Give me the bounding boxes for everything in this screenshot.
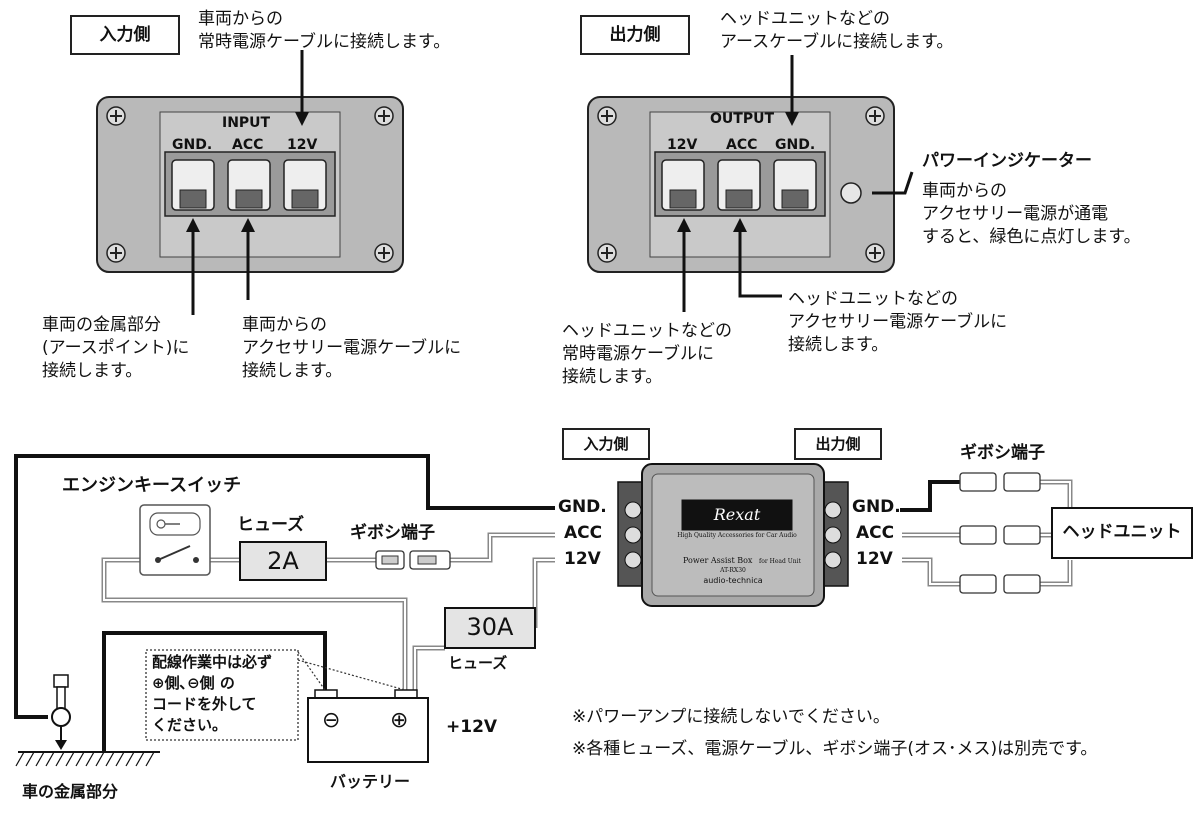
fuse-30a-value: 30A [466, 613, 514, 641]
gibosi-connector-icon [959, 472, 1041, 594]
warning-note: 配線作業中は必ず ⊕側､⊖側 の コードを外して ください。 [152, 653, 273, 734]
wiring-output-acc: ACC [856, 523, 895, 543]
screw-icon [865, 106, 885, 126]
screw-icon [597, 106, 617, 126]
battery-label: バッテリー [330, 772, 411, 791]
fuse-2a-caption: ヒューズ [237, 515, 305, 535]
device-name: Power Assist Box [683, 556, 753, 565]
input-terminal-12v: 12V [287, 137, 318, 153]
input-terminal-acc: ACC [232, 137, 264, 153]
battery-plus-symbol: ⊕ [390, 708, 409, 733]
device-tagline: High Quality Accessories for Car Audio [677, 532, 797, 539]
ground-bolt-icon [51, 674, 71, 750]
power-indicator-note: 車両からの アクセサリー電源が通電 すると、緑色に点灯します。 [922, 181, 1141, 247]
wiring-output-12v: 12V [856, 549, 893, 569]
input-terminal-gnd: GND. [172, 137, 213, 153]
output-panel [587, 55, 914, 312]
device-maker: audio-technica [703, 576, 763, 585]
device-sub: for Head Unit [759, 558, 801, 565]
input-gnd-note: 車両の金属部分 (アースポイント)に 接続します。 [42, 315, 190, 381]
ignition-switch-icon [139, 504, 211, 576]
wiring-output-gnd: GND. [852, 497, 901, 517]
terminal-block [171, 159, 327, 211]
device-brand: Rexat [713, 505, 761, 524]
wiring-input-acc: ACC [564, 523, 603, 543]
input-panel [96, 50, 404, 315]
gibosi-left-label: ギボシ端子 [350, 523, 435, 543]
output-panel-title: OUTPUT [710, 111, 774, 127]
input-side-label: 入力側 [70, 15, 180, 55]
device-model: AT-RX30 [720, 567, 746, 574]
input-panel-title: INPUT [222, 115, 271, 131]
wiring-output-side-label: 出力側 [794, 428, 882, 460]
power-indicator-title: パワーインジケーター [922, 151, 1092, 171]
output-terminal-gnd: GND. [775, 137, 816, 153]
output-terminal-acc: ACC [726, 137, 758, 153]
footnote-2: ※各種ヒューズ、電源ケーブル、ギボシ端子(オス･メス)は別売です。 [572, 739, 1098, 759]
screw-icon [597, 243, 617, 263]
output-terminal-12v: 12V [667, 137, 698, 153]
output-12v-note: ヘッドユニットなどの 常時電源ケーブルに 接続します。 [562, 321, 732, 387]
power-indicator-led-icon [840, 182, 862, 204]
wiring-input-gnd: GND. [558, 497, 607, 517]
wiring-input-side-label: 入力側 [562, 428, 650, 460]
screw-icon [106, 106, 126, 126]
screw-icon [865, 243, 885, 263]
wiring-input-12v: 12V [564, 549, 601, 569]
footnote-1: ※パワーアンプに接続しないでください。 [572, 707, 890, 727]
wiring [14, 454, 1193, 767]
battery-icon [307, 689, 429, 763]
ground-label: 車の金属部分 [22, 782, 119, 801]
screw-icon [106, 243, 126, 263]
screw-icon [374, 106, 394, 126]
input-12v-note: 車両からの 常時電源ケーブルに接続します。 [198, 9, 451, 52]
power-assist-box-device [617, 463, 849, 607]
plus-12v-label: +12V [446, 717, 498, 737]
output-gnd-note: ヘッドユニットなどの アースケーブルに接続します。 [720, 9, 954, 52]
fuse-2a-value: 2A [267, 547, 299, 575]
output-acc-note: ヘッドユニットなどの アクセサリー電源ケーブルに 接続します。 [788, 289, 1008, 355]
battery-minus-symbol: ⊖ [322, 708, 341, 733]
input-acc-note: 車両からの アクセサリー電源ケーブルに 接続します。 [242, 315, 462, 381]
ignition-switch-label: エンジンキースイッチ [62, 475, 242, 496]
fuse-30a-caption: ヒューズ [448, 654, 508, 672]
screw-icon [374, 243, 394, 263]
gibosi-connector-icon [375, 550, 451, 570]
gibosi-right-label: ギボシ端子 [960, 443, 1045, 463]
output-side-label: 出力側 [580, 15, 690, 55]
terminal-block [661, 159, 817, 211]
head-unit-label: ヘッドユニット [1062, 522, 1182, 542]
